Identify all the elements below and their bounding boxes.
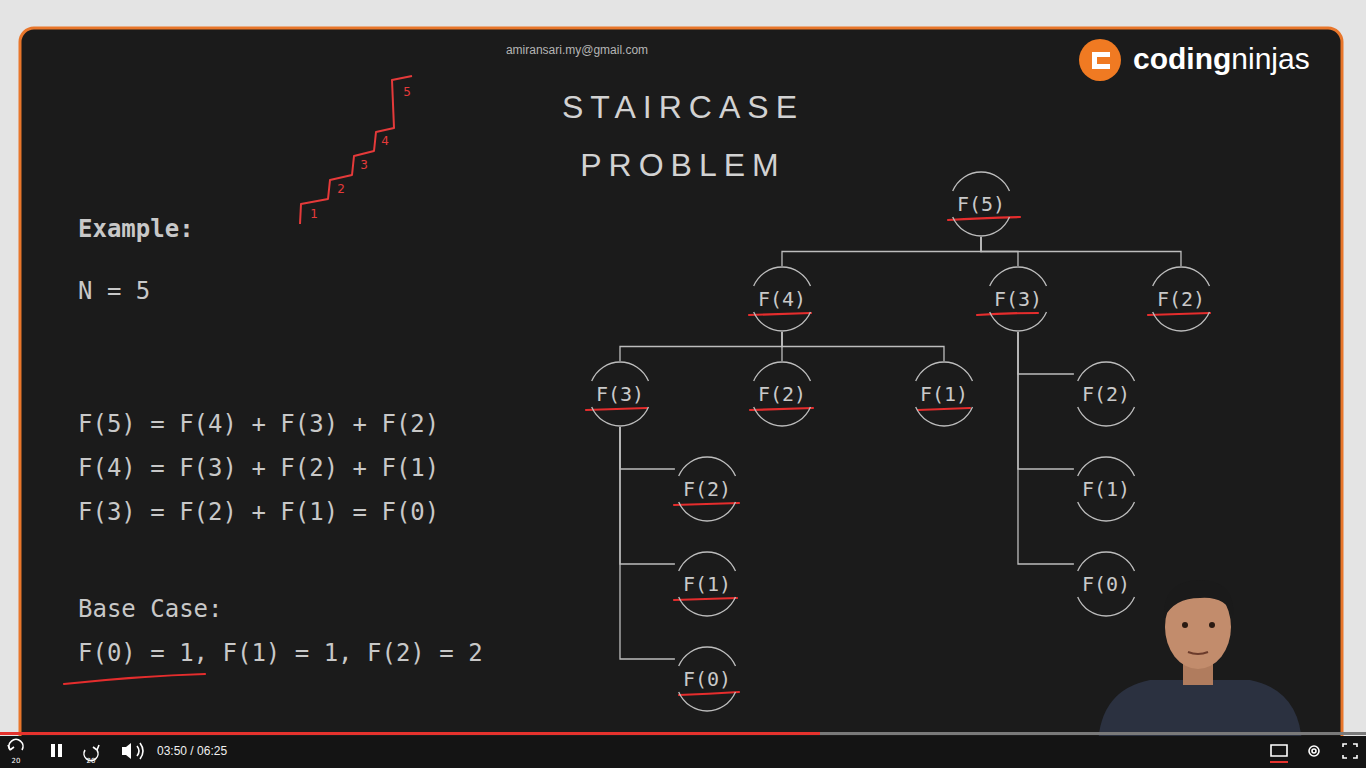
node-arc — [679, 502, 736, 521]
call-node: F(3) — [986, 266, 1050, 332]
call-node: F(2) — [750, 361, 814, 427]
logo-mark — [1092, 52, 1110, 69]
step-number: 5 — [403, 85, 411, 99]
node-arc — [953, 172, 1010, 191]
call-node: F(1) — [675, 551, 739, 617]
node-arc — [953, 217, 1010, 236]
logo-mark — [1079, 39, 1121, 81]
node-label: F(0) — [1082, 574, 1130, 594]
node-arc — [679, 552, 736, 571]
step-number: 4 — [381, 134, 389, 148]
node-arc — [1153, 312, 1210, 331]
skip-seconds: 20 — [12, 757, 21, 765]
playback-time: 03:50 / 06:25 — [157, 744, 227, 758]
node-arc — [754, 362, 811, 381]
node-arc — [679, 647, 736, 666]
skip-seconds: 20 — [87, 757, 96, 765]
node-arc — [754, 407, 811, 426]
node-label: F(0) — [683, 669, 731, 689]
node-label: F(2) — [1082, 384, 1130, 404]
node-arc — [990, 312, 1047, 331]
player-icons — [51, 743, 131, 759]
node-label: F(2) — [1157, 289, 1205, 309]
tree-connector — [1018, 332, 1074, 469]
node-arc — [679, 597, 736, 616]
call-node: F(1) — [1074, 456, 1138, 522]
tree-connector — [620, 332, 782, 361]
step-number: 1 — [310, 207, 318, 221]
tree-connector — [1018, 332, 1074, 564]
node-label: F(2) — [758, 384, 806, 404]
node-arc — [592, 407, 649, 426]
staircase-sketch — [300, 76, 412, 224]
node-arc — [1078, 597, 1135, 616]
control-bar — [0, 736, 1366, 768]
node-label: F(5) — [957, 194, 1005, 214]
call-node: F(0) — [1074, 551, 1138, 617]
call-node: F(4) — [750, 266, 814, 332]
watermark-email: amiransari.my@gmail.com — [506, 43, 648, 57]
heading-text: Example: — [78, 215, 194, 243]
tree-connector — [620, 427, 675, 469]
node-label: F(3) — [596, 384, 644, 404]
node-label: F(3) — [994, 289, 1042, 309]
tree-connector — [782, 332, 944, 361]
node-arc — [1078, 362, 1135, 381]
presenter — [1098, 580, 1302, 745]
progress-track — [0, 732, 1366, 735]
video-border — [20, 28, 1342, 768]
call-node: F(2) — [1074, 361, 1138, 427]
recurrence-line: F(3) = F(2) + F(1) = F(0) — [78, 498, 439, 526]
call-node: F(1) — [912, 361, 976, 427]
tree-connector — [981, 237, 1181, 266]
node-label: F(1) — [1082, 479, 1130, 499]
player-icons — [8, 739, 1357, 760]
logo-text: ninjas — [1231, 42, 1309, 76]
node-arc — [916, 362, 973, 381]
node-arc — [1078, 552, 1135, 571]
step-number: 2 — [337, 182, 345, 196]
node-arc — [679, 457, 736, 476]
call-node: F(2) — [675, 456, 739, 522]
recurrence-line: F(5) = F(4) + F(3) + F(2) — [78, 410, 439, 438]
logo-text: coding — [1133, 42, 1231, 76]
tree-connector — [782, 237, 981, 266]
call-node: F(0) — [675, 646, 739, 712]
heading-text: Base Case: — [78, 595, 223, 623]
call-node: F(3) — [588, 361, 652, 427]
call-node: F(5) — [949, 171, 1013, 237]
node-arc — [1153, 267, 1210, 286]
recurrence-line: F(4) = F(3) + F(2) + F(1) — [78, 454, 439, 482]
node-arc — [1078, 457, 1135, 476]
caption-mark — [1270, 761, 1288, 763]
tree-connector — [620, 427, 675, 659]
node-label: F(2) — [683, 479, 731, 499]
step-number: 3 — [360, 158, 368, 172]
underlines — [64, 217, 1210, 695]
progress-played — [0, 732, 820, 735]
node-arc — [592, 362, 649, 381]
call-node: F(2) — [1149, 266, 1213, 332]
node-arc — [1078, 407, 1135, 426]
node-arc — [916, 407, 973, 426]
node-label: F(1) — [920, 384, 968, 404]
node-label: F(4) — [758, 289, 806, 309]
node-arc — [1078, 502, 1135, 521]
tree-connector — [1018, 332, 1074, 374]
tree-connector — [620, 427, 675, 564]
title: STAIRCASE PROBLEM — [536, 78, 823, 194]
node-arc — [754, 312, 811, 331]
node-arc — [679, 692, 736, 711]
node-arc — [990, 267, 1047, 286]
node-label: F(1) — [683, 574, 731, 594]
example-value: N = 5 — [78, 277, 150, 305]
node-arc — [754, 267, 811, 286]
base-case-line: F(0) = 1, F(1) = 1, F(2) = 2 — [78, 639, 483, 667]
